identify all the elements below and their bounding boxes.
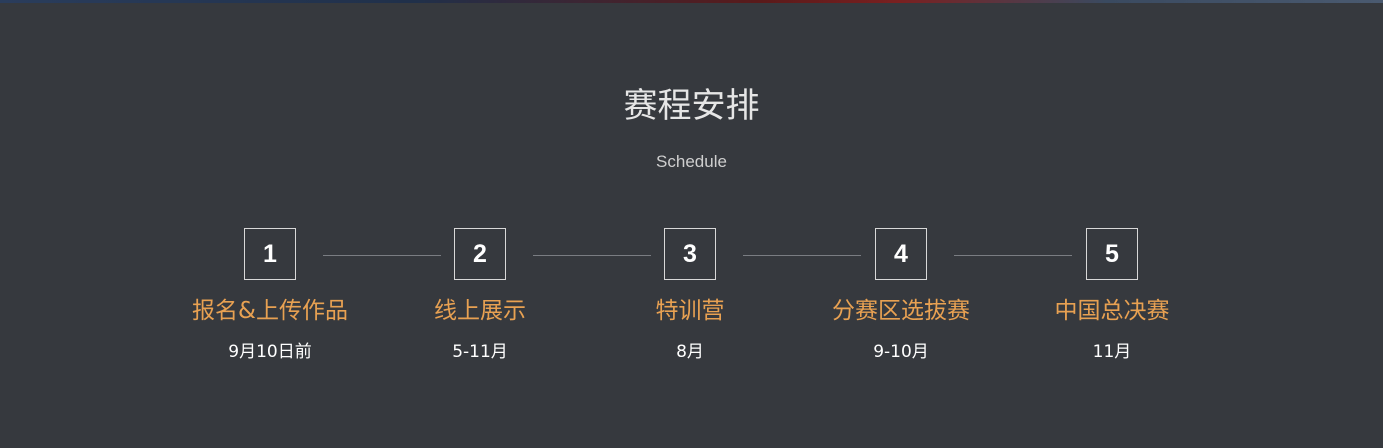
- step-number-badge: 5: [1086, 228, 1138, 280]
- step-number-badge: 4: [875, 228, 927, 280]
- step-date: 8月: [676, 342, 704, 362]
- step-date: 9-10月: [873, 342, 929, 362]
- step-date: 11月: [1092, 342, 1132, 362]
- timeline-connector: [533, 255, 651, 256]
- timeline-connector: [743, 255, 861, 256]
- timeline-connector: [323, 255, 441, 256]
- step-number-badge: 3: [664, 228, 716, 280]
- step-number-badge: 2: [454, 228, 506, 280]
- section-title: 赛程安排: [623, 86, 760, 126]
- step-number-badge: 1: [244, 228, 296, 280]
- header-image-strip: [0, 0, 1383, 3]
- timeline-connector: [954, 255, 1072, 256]
- step-name: 线上展示: [434, 298, 526, 324]
- step-name: 报名&上传作品: [192, 298, 348, 324]
- step-name: 分赛区选拔赛: [832, 298, 970, 324]
- section-subtitle: Schedule: [656, 152, 727, 171]
- step-name: 特训营: [655, 298, 725, 324]
- step-date: 9月10日前: [228, 342, 312, 362]
- step-date: 5-11月: [452, 342, 508, 362]
- step-name: 中国总决赛: [1054, 298, 1170, 324]
